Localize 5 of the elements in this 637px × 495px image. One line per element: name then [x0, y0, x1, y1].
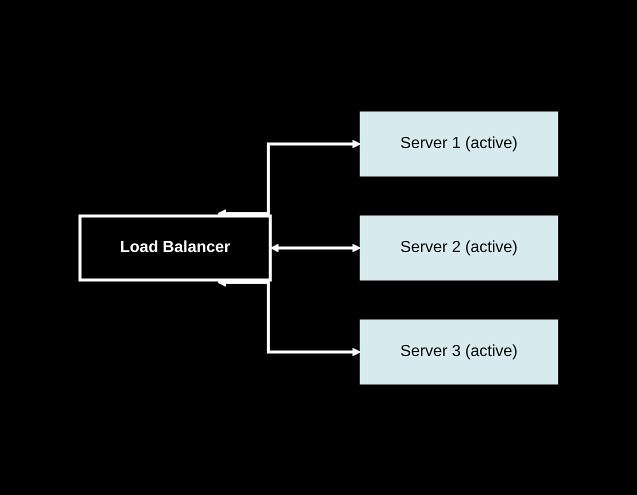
node-box: Server 1 (active) [359, 111, 558, 176]
node-box: Server 3 (active) [359, 319, 558, 384]
arrow [270, 243, 360, 252]
node-box: Load Balancer [78, 214, 272, 281]
node-box: Server 2 (active) [359, 215, 558, 280]
